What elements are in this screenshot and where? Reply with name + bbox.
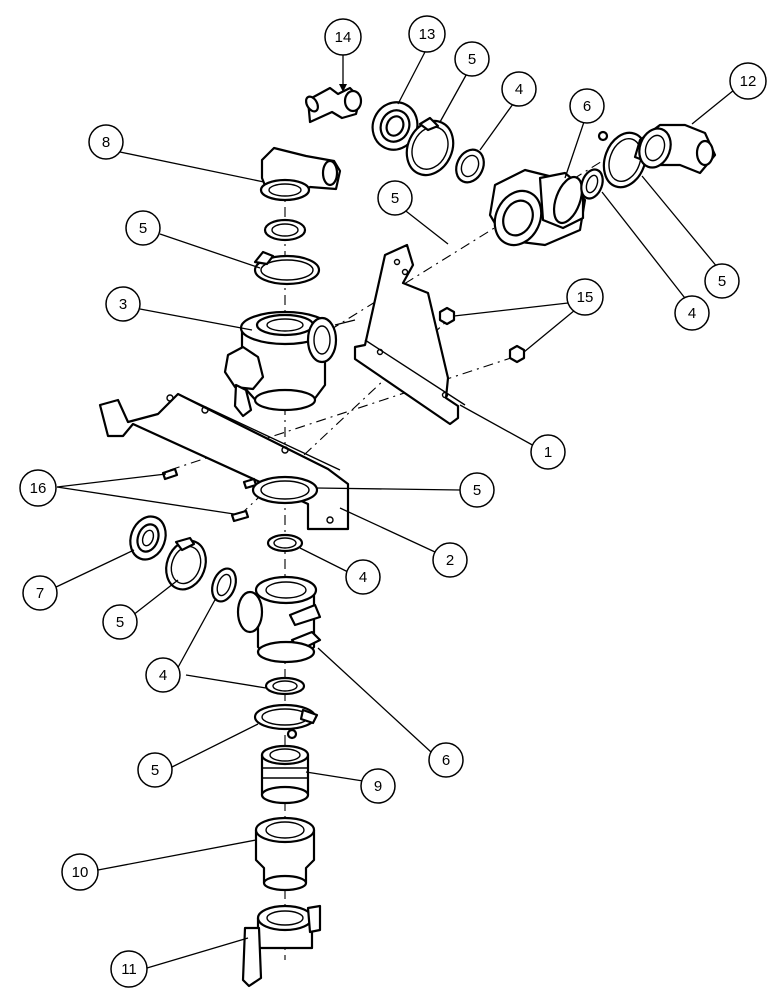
part-10-cam-coupler [254,816,316,892]
svg-text:12: 12 [740,73,757,90]
svg-text:7: 7 [36,585,44,602]
part-12-elbow-right [633,123,717,175]
callout-1: 1 [530,434,566,470]
callout-4-top: 4 [501,71,537,107]
part-4-gasket-left [211,567,237,603]
part-5-clamp-upper-right [597,130,648,189]
callout-4-upper-right: 4 [674,295,710,331]
part-11-cam-lock [241,904,322,988]
part-16-bolts [161,467,258,523]
part-5-clamp-top [405,116,455,177]
svg-text:8: 8 [102,134,110,151]
callout-15: 15 [566,278,604,316]
part-14-elbow-fitting [305,86,363,124]
part-13-flange-adapter [371,101,419,151]
leader-lines [53,49,735,969]
callout-4-left: 4 [145,657,181,693]
callout-5-lower: 5 [137,752,173,788]
part-5-clamp-lower [253,703,319,740]
svg-text:4: 4 [688,305,696,322]
part-4-gasket-lower [264,676,306,696]
part-5-clamp-above-valve [253,250,321,286]
svg-text:2: 2 [446,552,454,569]
svg-text:14: 14 [335,29,352,46]
part-3-valve [223,310,356,418]
svg-text:6: 6 [442,752,450,769]
callout-2: 2 [432,542,468,578]
svg-text:5: 5 [473,482,481,499]
callout-6-upper: 6 [569,88,605,124]
callout-14: 14 [324,18,362,56]
callout-5-left: 5 [102,604,138,640]
svg-text:15: 15 [577,289,594,306]
svg-text:3: 3 [119,296,127,313]
callout-5-left-upper: 5 [377,180,413,216]
part-5-clamp-left [165,536,207,591]
part-7-flange-left [129,515,167,561]
svg-text:5: 5 [151,762,159,779]
callout-bubbles: 1 2 3 4 4 4 4 4 5 5 5 5 5 5 5 6 6 7 8 9 … [19,15,767,988]
callout-11: 11 [110,950,148,988]
callout-16: 16 [19,469,57,507]
callout-3: 3 [105,286,141,322]
svg-text:4: 4 [515,81,523,98]
callout-4-middle: 4 [345,559,381,595]
svg-text:9: 9 [374,778,382,795]
svg-text:13: 13 [419,26,436,43]
part-1-bracket [353,243,466,426]
svg-text:16: 16 [30,480,47,497]
callout-5-below-arm: 5 [459,472,495,508]
svg-text:5: 5 [116,614,124,631]
svg-text:5: 5 [391,190,399,207]
part-4-gasket-below-arm [266,533,304,553]
callout-7: 7 [22,575,58,611]
part-4-gasket-under-elbow [263,218,307,242]
callout-13: 13 [408,15,446,53]
callout-9: 9 [360,768,396,804]
callout-10: 10 [61,853,99,891]
svg-text:1: 1 [544,444,552,461]
svg-text:4: 4 [159,667,167,684]
callout-12: 12 [729,62,767,100]
svg-text:5: 5 [468,51,476,68]
svg-text:10: 10 [72,864,89,881]
svg-text:5: 5 [139,220,147,237]
part-6-tee-upper [488,168,587,247]
callout-5-above-valve: 5 [125,210,161,246]
part-2-mounting-arm [98,392,350,531]
part-4-gasket-top [455,148,485,184]
svg-text:4: 4 [359,569,367,586]
callout-8: 8 [88,124,124,160]
svg-text:6: 6 [583,98,591,115]
callout-5-right: 5 [704,263,740,299]
part-5-clamp-below-arm [251,475,319,505]
svg-text:5: 5 [718,273,726,290]
part-15-nuts [438,306,526,364]
callout-5-top: 5 [454,41,490,77]
svg-text:11: 11 [121,961,137,978]
part-9-adapter [260,744,310,805]
part-8-elbow [259,146,342,202]
part-4-gasket-upper-right [580,168,604,200]
callout-6-lower: 6 [428,742,464,778]
part-6-tee-lower [236,575,322,664]
